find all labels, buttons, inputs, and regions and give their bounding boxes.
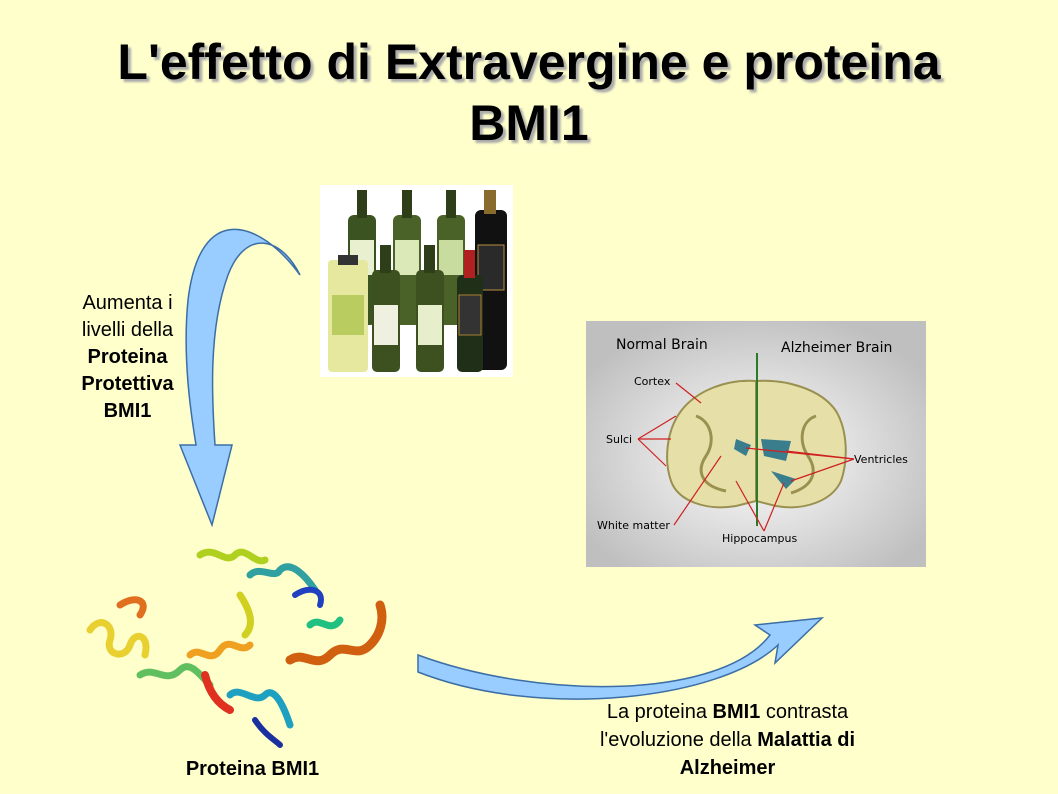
curved-arrow-down: [178, 228, 301, 528]
bottle-icon: [416, 245, 444, 372]
alzheimer-brain-title: Alzheimer Brain: [781, 340, 892, 356]
left-caption-bold: BMI1: [103, 400, 152, 422]
bottom-caption-text: La proteina: [606, 701, 713, 723]
white-matter-label: White matter: [597, 519, 670, 532]
ventricle-right-lower: [771, 471, 796, 489]
normal-brain-title: Normal Brain: [616, 337, 708, 353]
protein-caption: Proteina BMI1: [185, 758, 320, 780]
bottle-icon: [372, 245, 400, 372]
bottom-caption: La proteina BMI1 contrasta l'evoluzione …: [555, 698, 900, 782]
bottom-caption-bold: Alzheimer: [679, 757, 776, 779]
page-title-line1: L'effetto di Extravergine e proteina: [117, 34, 941, 90]
bottom-caption-text: l'evoluzione della: [599, 729, 758, 751]
page-title-line2: BMI1: [469, 95, 589, 151]
olive-oil-bottles-image: [320, 185, 513, 377]
bmi1-protein-structure-image: [80, 535, 400, 750]
ventricles-label: Ventricles: [854, 453, 908, 466]
hippocampus-label: Hippocampus: [722, 532, 797, 545]
bottom-caption-bold: BMI1: [712, 701, 761, 723]
page-title: L'effetto di Extravergine e proteina BMI…: [0, 32, 1058, 154]
left-caption-line: Aumenta i: [82, 292, 173, 314]
brain-comparison-diagram: Normal Brain Alzheimer Brain Cortex Sulc…: [586, 321, 926, 567]
left-caption: Aumenta i livelli della Proteina Protett…: [40, 290, 215, 425]
left-caption-line: livelli della: [81, 319, 174, 341]
left-caption-bold: Proteina: [87, 346, 168, 368]
bottom-caption-bold: Malattia di: [757, 729, 856, 751]
bottom-caption-text: contrasta: [760, 701, 849, 723]
cortex-label: Cortex: [634, 375, 671, 388]
ventricle-right: [761, 439, 791, 461]
curved-arrow-right: [417, 617, 825, 700]
left-caption-bold: Protettiva: [81, 373, 174, 395]
sulci-label: Sulci: [606, 433, 632, 446]
bottle-icon: [457, 250, 483, 372]
bottle-icon: [328, 255, 368, 372]
ventricle-left: [734, 439, 751, 456]
